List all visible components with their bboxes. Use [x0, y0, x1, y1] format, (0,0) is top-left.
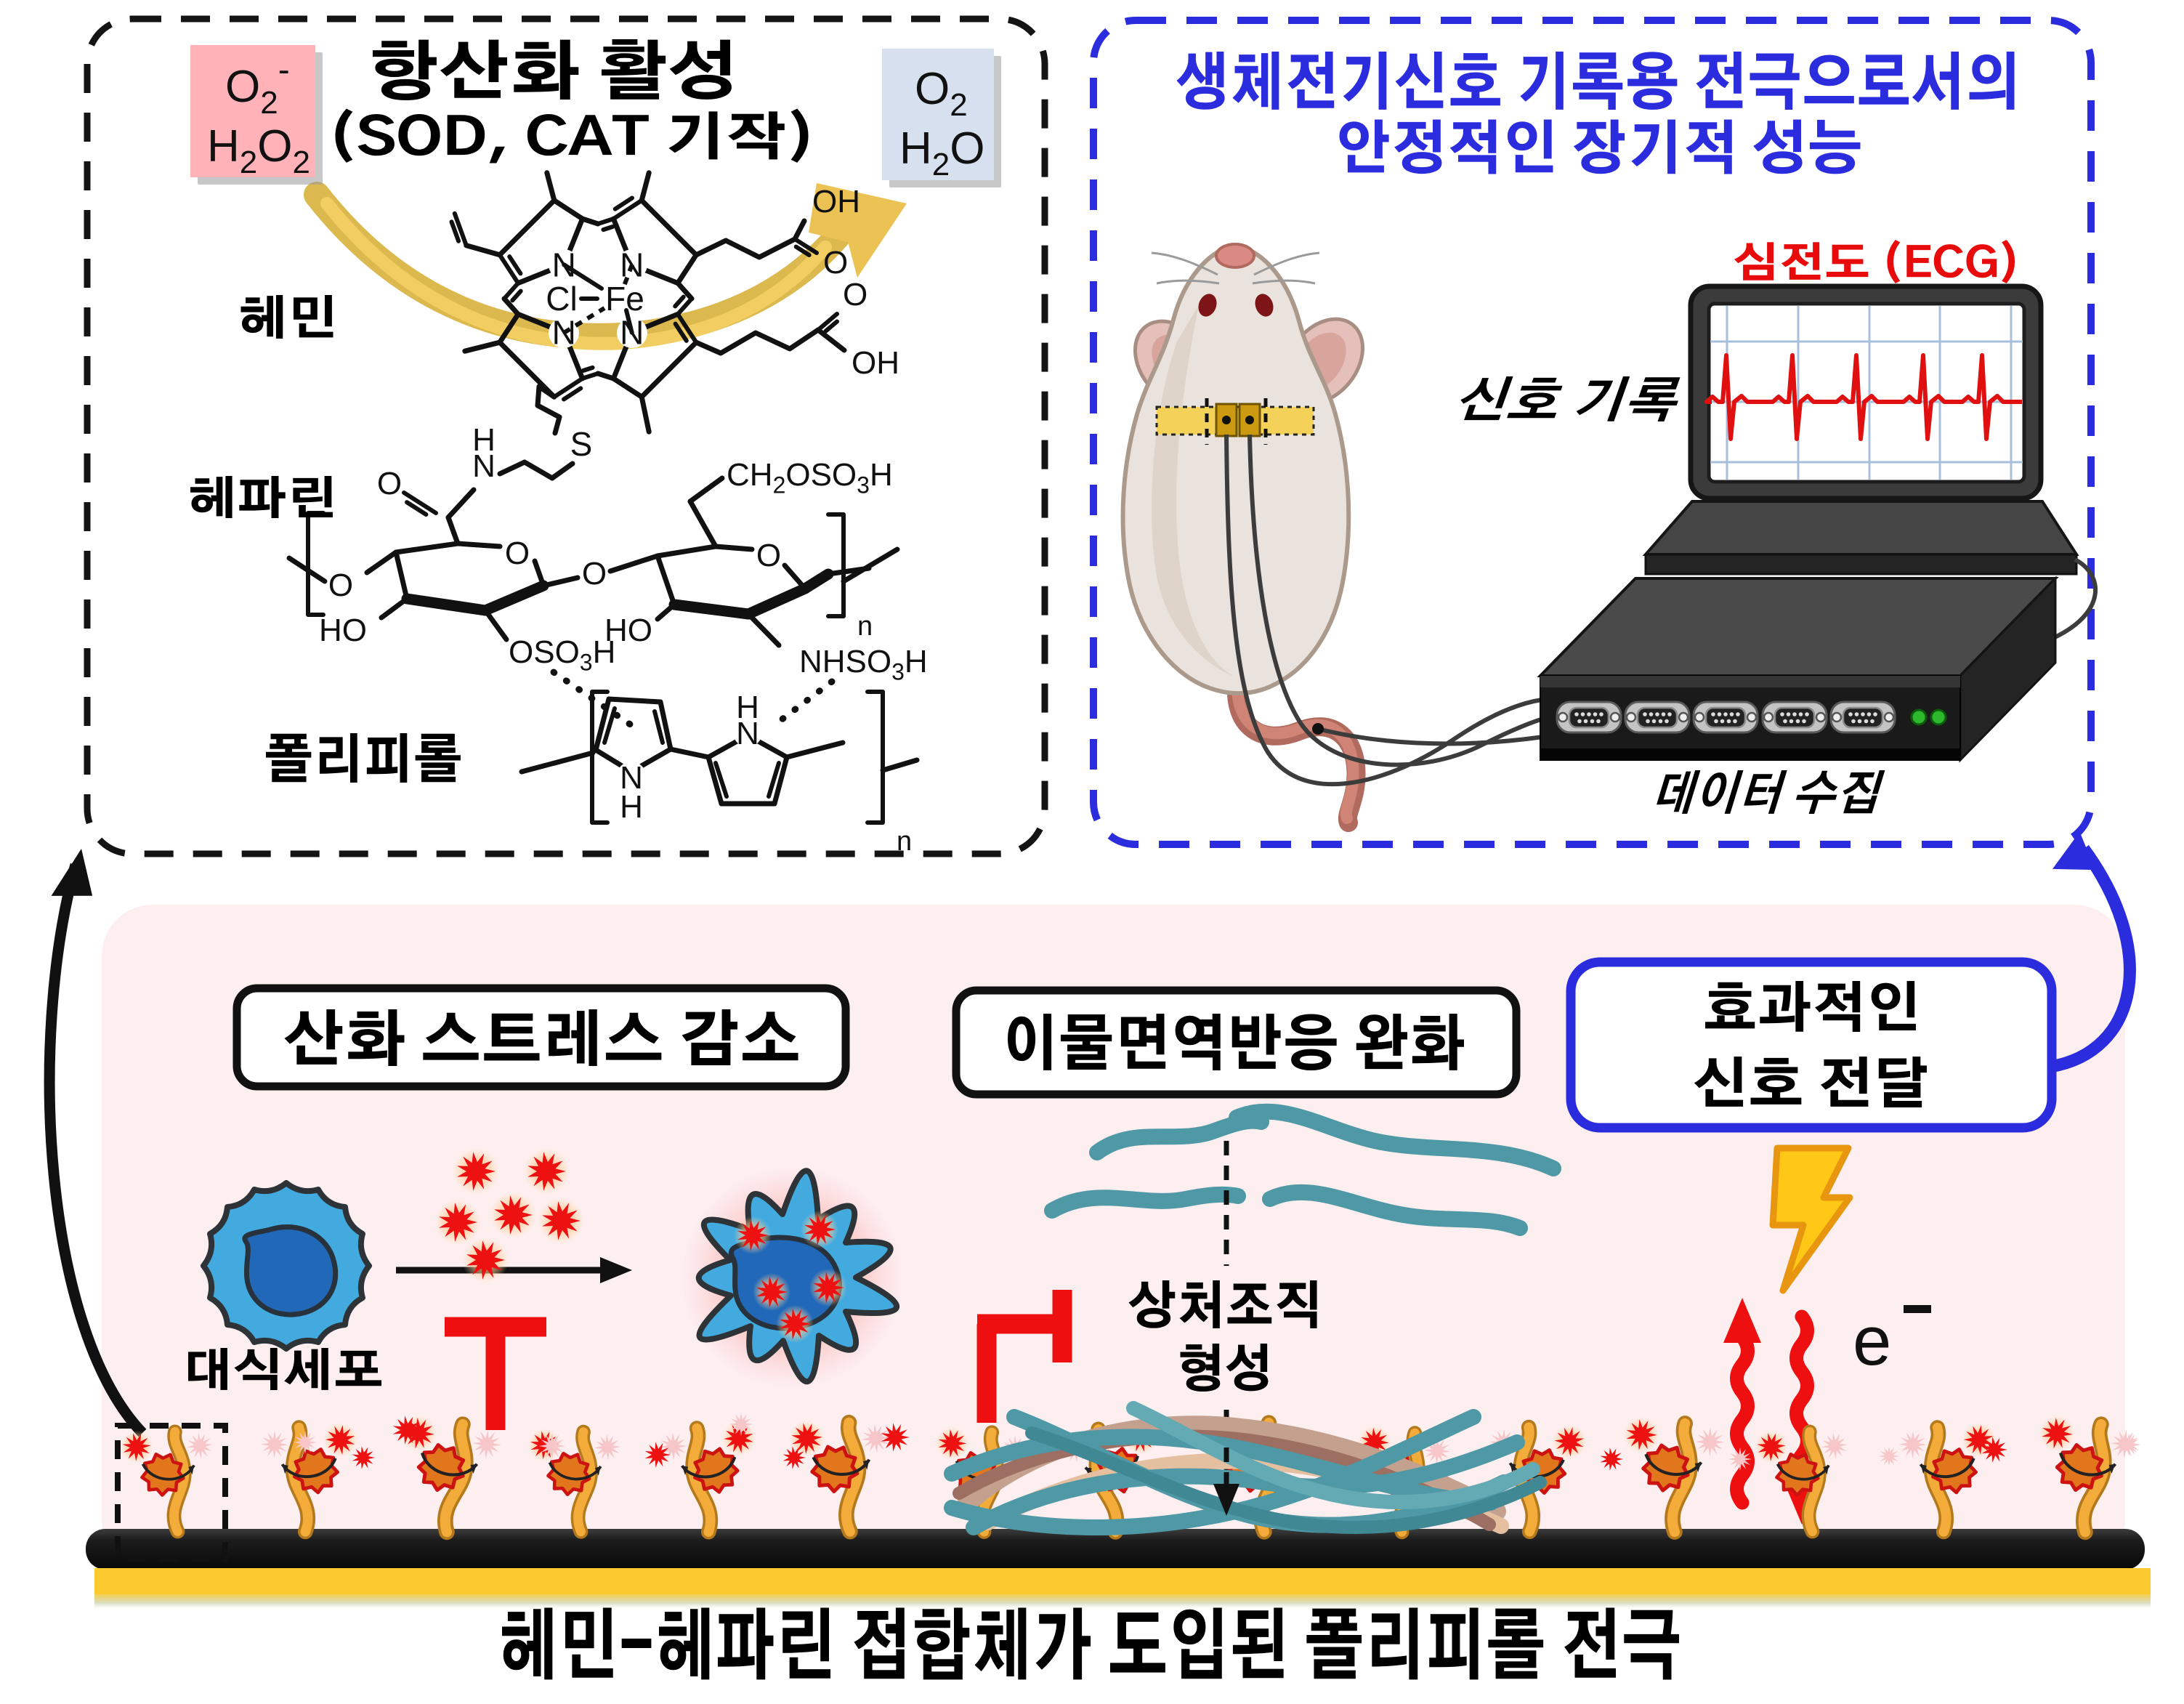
svg-text:OSO3H: OSO3H: [509, 634, 615, 676]
svg-text:N: N: [620, 246, 644, 283]
svg-text:N: N: [620, 760, 643, 796]
svg-text:N: N: [552, 246, 576, 283]
svg-text:HO: HO: [319, 613, 367, 648]
svg-text:N: N: [472, 448, 496, 484]
svg-text:Fe: Fe: [605, 280, 644, 318]
svg-text:H: H: [472, 422, 496, 458]
svg-text:H: H: [620, 789, 643, 825]
svg-text:O: O: [377, 466, 402, 501]
svg-text:O: O: [505, 536, 530, 571]
svg-text:n: n: [897, 826, 912, 857]
svg-text:n: n: [857, 611, 873, 642]
svg-text:O: O: [756, 538, 781, 573]
svg-text:N: N: [620, 314, 644, 352]
svg-text:S: S: [570, 425, 593, 463]
svg-text:NHSO3H: NHSO3H: [799, 644, 928, 685]
svg-text:O: O: [328, 568, 353, 603]
svg-text:O: O: [823, 245, 848, 280]
svg-text:O: O: [582, 556, 607, 591]
svg-text:OH: OH: [852, 345, 899, 381]
svg-text:CH2OSO3H: CH2OSO3H: [727, 457, 893, 498]
svg-text:H: H: [736, 690, 759, 725]
svg-text:OH: OH: [812, 184, 860, 219]
svg-text:O: O: [843, 277, 867, 312]
svg-text:Cl: Cl: [546, 280, 577, 318]
svg-text:N: N: [552, 314, 576, 352]
svg-text:e: e: [1853, 1302, 1891, 1380]
svg-text:N: N: [736, 716, 759, 751]
svg-text:HO: HO: [604, 613, 652, 648]
